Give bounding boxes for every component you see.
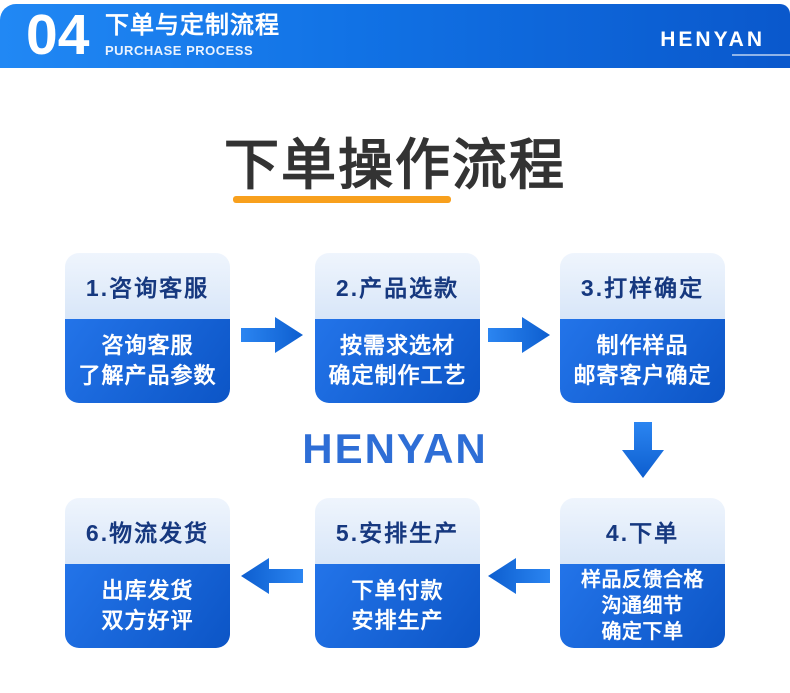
step-box-3: 3.打样确定 制作样品 邮寄客户确定 bbox=[560, 253, 725, 403]
step-5-description: 下单付款 安排生产 bbox=[315, 564, 480, 648]
brand-watermark-reflection: HENYAN bbox=[0, 473, 790, 499]
step-6-title: 6.物流发货 bbox=[65, 498, 230, 564]
step-line: 沟通细节 bbox=[601, 595, 684, 617]
step-line: 咨询客服 bbox=[101, 333, 194, 359]
brand-watermark: HENYAN HENYAN bbox=[0, 428, 790, 499]
brand-logo: HENYAN bbox=[660, 28, 765, 51]
section-subtitle: PURCHASE PROCESS bbox=[105, 42, 254, 58]
step-line: 邮寄客户确定 bbox=[573, 363, 712, 388]
step-5-title: 5.安排生产 bbox=[315, 498, 480, 564]
step-2-title: 2.产品选款 bbox=[315, 253, 480, 319]
step-1-title: 1.咨询客服 bbox=[65, 253, 230, 319]
step-box-4: 4.下单 样品反馈合格 沟通细节 确定下单 bbox=[560, 498, 725, 648]
step-box-1: 1.咨询客服 咨询客服 了解产品参数 bbox=[65, 253, 230, 403]
section-title: 下单与定制流程 bbox=[105, 12, 280, 39]
main-title-block: 下单操作流程 bbox=[0, 132, 790, 203]
section-header-banner: 04 下单与定制流程 PURCHASE PROCESS HENYAN bbox=[0, 4, 790, 68]
step-line: 制作样品 bbox=[596, 333, 689, 359]
arrow-down-icon bbox=[622, 422, 664, 478]
step-line: 样品反馈合格 bbox=[581, 569, 704, 591]
step-2-description: 按需求选材 确定制作工艺 bbox=[315, 319, 480, 403]
step-6-description: 出库发货 双方好评 bbox=[65, 564, 230, 648]
brand-underline bbox=[732, 54, 790, 56]
step-line: 了解产品参数 bbox=[78, 363, 217, 388]
step-line: 安排生产 bbox=[351, 608, 444, 633]
section-title-block: 下单与定制流程 PURCHASE PROCESS bbox=[105, 12, 280, 58]
step-box-2: 2.产品选款 按需求选材 确定制作工艺 bbox=[315, 253, 480, 403]
step-line: 双方好评 bbox=[101, 608, 194, 633]
arrow-right-icon bbox=[488, 317, 550, 353]
arrow-right-icon bbox=[241, 317, 303, 353]
step-4-title: 4.下单 bbox=[560, 498, 725, 564]
step-4-description: 样品反馈合格 沟通细节 确定下单 bbox=[560, 564, 725, 648]
arrow-left-icon bbox=[241, 558, 303, 594]
step-line: 下单付款 bbox=[351, 578, 444, 604]
step-3-title: 3.打样确定 bbox=[560, 253, 725, 319]
page-title: 下单操作流程 bbox=[223, 134, 566, 196]
step-box-5: 5.安排生产 下单付款 安排生产 bbox=[315, 498, 480, 648]
arrow-left-icon bbox=[488, 558, 550, 594]
step-1-description: 咨询客服 了解产品参数 bbox=[65, 319, 230, 403]
step-line: 出库发货 bbox=[101, 578, 194, 604]
step-line: 按需求选材 bbox=[339, 333, 455, 359]
title-accent-underline bbox=[233, 196, 451, 203]
brand-watermark-text: HENYAN bbox=[302, 425, 488, 472]
section-number: 04 bbox=[26, 3, 90, 67]
step-line: 确定下单 bbox=[601, 621, 684, 643]
step-3-description: 制作样品 邮寄客户确定 bbox=[560, 319, 725, 403]
step-line: 确定制作工艺 bbox=[328, 363, 467, 388]
step-box-6: 6.物流发货 出库发货 双方好评 bbox=[65, 498, 230, 648]
